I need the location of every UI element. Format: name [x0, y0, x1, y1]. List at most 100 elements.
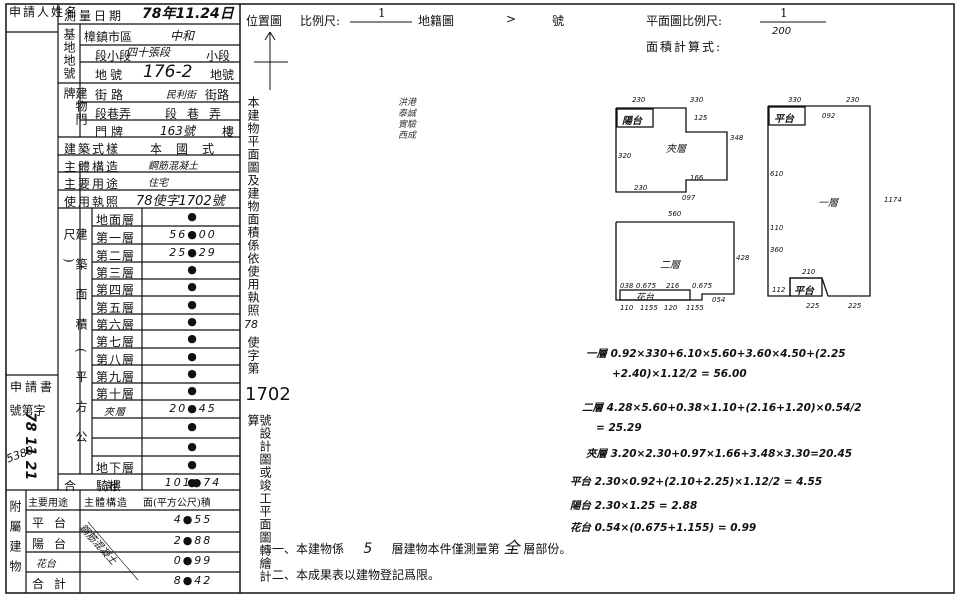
vertical-text-1: 本建物平面圖及建物面積係依使用執照 — [246, 96, 260, 317]
dimension-label: 230 — [632, 96, 646, 104]
permit-value: 78使字1702號 — [136, 194, 225, 209]
floor-area-value: ● — [187, 458, 199, 471]
use-label: 主要用途 — [64, 177, 121, 191]
note-1-value: 全 — [503, 538, 520, 557]
map-mark: > — [506, 12, 517, 26]
dimension-label: 560 — [668, 210, 682, 218]
note-1-prefix: 一、本建物係 — [272, 542, 345, 556]
street-label: 街路 — [95, 88, 128, 102]
annex-name: 陽台 — [32, 537, 77, 551]
room-platform-top: 平台 — [774, 114, 794, 125]
dimension-label: 230 — [846, 96, 860, 104]
floor-name: 第三層 — [96, 266, 136, 280]
floor-name: 第八層 — [96, 353, 136, 367]
room-floor1: 一層 — [818, 198, 838, 209]
floor-area-value: ● — [187, 367, 199, 380]
note-2: 二、本成果表以建物登記爲限。 — [272, 568, 441, 582]
dimension-label: 610 — [770, 170, 784, 178]
door-label: 建物門牌 — [62, 87, 88, 126]
floor-area-value: ● — [187, 350, 199, 363]
dimension-label: 092 — [822, 112, 836, 120]
floor-area-value: 56●00 — [169, 228, 217, 241]
map-number-label: 號 — [552, 14, 565, 28]
dimension-label: 330 — [788, 96, 802, 104]
floor-name: 第一層 — [96, 231, 136, 245]
annex-head-structure: 主體構造 — [84, 498, 128, 509]
floor-total-value: 101●74 — [164, 476, 222, 489]
floor-area-value: ● — [187, 384, 199, 397]
vertical-text-2: 使字第 — [246, 336, 260, 375]
floor-name: 第九層 — [96, 370, 136, 384]
floor-name: 第五層 — [96, 301, 136, 315]
area-formula-line: 夾層 3.20×2.30+0.97×1.66+3.48×3.30=20.45 — [586, 448, 853, 460]
plan-scale-denominator: 200 — [772, 26, 792, 37]
floor-name: 地下層 — [96, 461, 136, 475]
annex-value: 2●88 — [173, 534, 213, 547]
dimension-label: 0.675 — [692, 282, 713, 290]
dimension-label: 230 — [634, 184, 648, 192]
note-1: 一、本建物係 5 層建物本件僅測量第 全 層部份。 — [272, 534, 571, 558]
section-label: 段小段 — [95, 49, 132, 63]
room-balcony: 陽台 — [622, 116, 642, 127]
style-value: 本國式 — [150, 142, 229, 156]
floor-area-value: ● — [187, 440, 199, 453]
number-label: 門牌 — [95, 125, 128, 139]
floor-area-value: ● — [187, 298, 199, 311]
floor-area-value: ● — [187, 210, 199, 223]
permit-number: 1702 — [245, 384, 291, 405]
floor-name: 第四層 — [96, 283, 136, 297]
number-suffix: 樓 — [222, 125, 235, 139]
annex-value: 8●42 — [173, 574, 213, 587]
permit-mark: 78 — [244, 318, 258, 331]
scale-value: 1 — [378, 6, 386, 20]
survey-date-label: 測量日期 — [64, 9, 125, 23]
annex-head-use: 主要用途 — [28, 498, 68, 509]
note-1-suffix: 層部份。 — [523, 542, 572, 556]
structure-label: 主體構造 — [64, 160, 121, 174]
dimension-label: 210 — [802, 268, 816, 276]
dimension-label: 097 — [682, 194, 696, 202]
survey-date-value: 78年11.24日 — [142, 6, 234, 22]
area-formula-line: +2.40)×1.12/2 = 56.00 — [612, 368, 747, 380]
dimension-label: 1155 — [686, 304, 704, 312]
location-label: 位置圖 — [246, 14, 283, 28]
use-value: 住宅 — [148, 178, 168, 189]
dimension-label: 166 — [690, 174, 704, 182]
floor-name: 地面層 — [96, 213, 136, 227]
floor-total-label: 合計 — [64, 479, 149, 493]
plan-scale-numerator: 1 — [780, 6, 788, 20]
area-formula-line: 二層 4.28×5.60+0.38×1.10+(2.16+1.20)×0.54/… — [582, 402, 862, 414]
lot-label: 地號 — [95, 68, 126, 82]
street-suffix: 街路 — [205, 88, 230, 102]
area-label: 建築面積(平方公尺) — [62, 228, 88, 461]
lot-suffix: 地號 — [210, 68, 235, 82]
area-formula-line: = 25.29 — [596, 422, 642, 434]
dimension-label: 216 — [666, 282, 680, 290]
floor-name: 夾層 — [104, 407, 126, 418]
lane-value: 段巷弄 — [165, 107, 232, 121]
subsection-label: 小段 — [206, 49, 231, 63]
township-label: 樟鎮市區 — [84, 30, 133, 44]
room-platform-bottom: 平台 — [794, 286, 814, 297]
structure-value: 鋼筋混凝土 — [148, 161, 198, 172]
stamp-text: 洪港泰誠實驗西成 — [398, 98, 417, 141]
area-formula-line: 陽台 2.30×1.25 = 2.88 — [570, 500, 698, 512]
base-label: 基地地號 — [62, 28, 76, 80]
dimension-label: 112 — [772, 286, 786, 294]
dimension-label: 225 — [848, 302, 862, 310]
section-value: 四十張段 — [126, 46, 170, 59]
vertical-text-3: 號設計圖或竣工平面圖轉繪計算 — [246, 414, 272, 583]
floor-area-value: ● — [187, 476, 199, 489]
dimension-label: 1155 — [640, 304, 658, 312]
style-label: 建築式樣 — [64, 142, 121, 156]
floor-area-value: 20●45 — [169, 402, 217, 415]
applicant-label: 申請人姓名 — [9, 5, 80, 19]
application-label: 申請書 — [10, 380, 56, 394]
permit-label: 使用執照 — [64, 195, 121, 209]
dimension-label: 320 — [618, 152, 632, 160]
lane-label: 段巷弄 — [95, 107, 132, 121]
floor-area-value: ● — [187, 420, 199, 433]
note-1-mid: 層建物本件僅測量第 — [391, 542, 500, 556]
dimension-label: 038 — [620, 282, 634, 290]
area-formula-line: 花台 0.54×(0.675+1.155) = 0.99 — [570, 522, 757, 534]
